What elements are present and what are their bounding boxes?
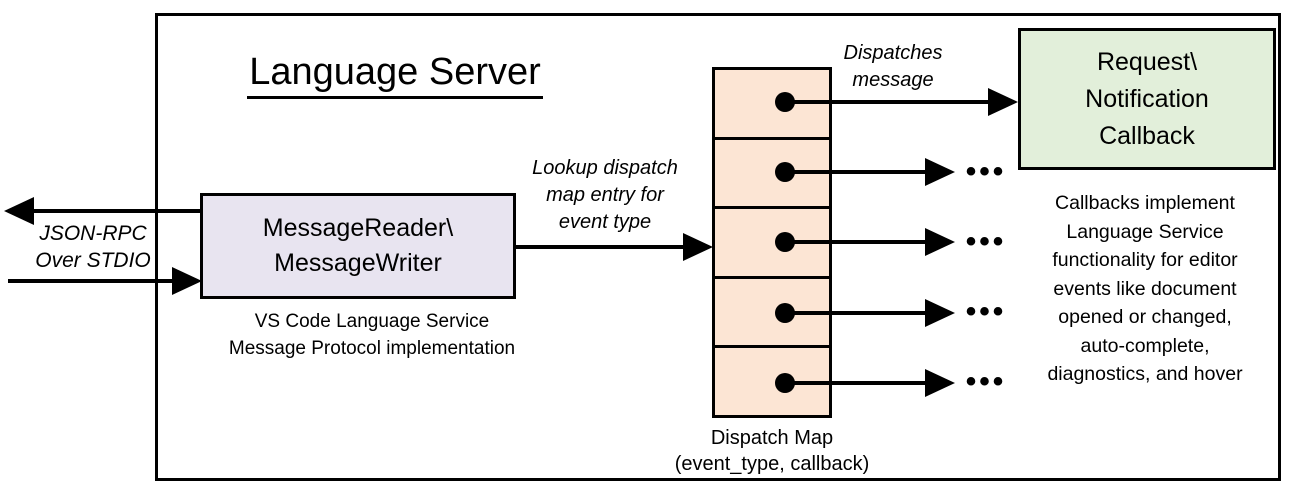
callback-box-line3: Callback <box>1099 121 1195 150</box>
dispatch-map-cell <box>715 140 829 210</box>
ellipsis-row-3: ••• <box>965 225 1007 258</box>
callbacks-note: Callbacks implement Language Service fun… <box>1008 189 1282 389</box>
dispatch-map-caption: Dispatch Map (event_type, callback) <box>650 425 894 477</box>
callback-box-line2: Notification <box>1085 84 1209 113</box>
note-line: opened or changed, <box>1058 306 1232 328</box>
note-line: auto-complete, <box>1080 334 1210 357</box>
callback-box-line1: Request\ <box>1096 47 1198 76</box>
diagram-title: Language Server <box>247 50 543 99</box>
note-line: Callbacks implement <box>1055 192 1235 214</box>
lookup-label-line3: event type <box>558 211 652 233</box>
dispatch-map-cell <box>715 209 829 279</box>
reader-box-line2: MessageWriter <box>274 249 442 277</box>
ellipsis-row-4: ••• <box>965 295 1007 328</box>
map-caption-line2: (event_type, callback) <box>674 453 870 475</box>
io-label-line1: JSON-RPC <box>39 222 147 245</box>
dispatches-label-line1: Dispatches <box>843 42 943 64</box>
title-container: Language Server <box>210 50 580 99</box>
dispatches-message-label: Dispatches message <box>828 40 958 94</box>
note-line: functionality for editor <box>1052 249 1238 271</box>
io-label-line2: Over STDIO <box>35 249 151 272</box>
dispatch-map-cell <box>715 279 829 349</box>
ellipsis-row-5: ••• <box>965 365 1007 398</box>
note-line: Language Service <box>1066 220 1224 243</box>
dispatch-map-cell <box>715 348 829 415</box>
request-notification-callback-box: Request\ Notification Callback <box>1018 28 1276 170</box>
reader-caption-line1: VS Code Language Service <box>254 311 490 332</box>
reader-box-caption: VS Code Language Service Message Protoco… <box>207 308 537 362</box>
dispatches-label-line2: message <box>852 69 934 91</box>
note-line: diagnostics, and hover <box>1047 363 1243 385</box>
lookup-label-line1: Lookup dispatch <box>532 157 678 179</box>
ellipsis-row-2: ••• <box>965 155 1007 188</box>
map-caption-line1: Dispatch Map <box>710 427 834 449</box>
dispatch-map-cell <box>715 70 829 140</box>
lookup-label-line2: map entry for <box>546 184 664 206</box>
note-line: events like document <box>1053 277 1237 300</box>
dispatch-map <box>712 67 832 418</box>
reader-caption-line2: Message Protocol implementation <box>228 338 516 359</box>
language-server-boundary <box>155 13 1281 481</box>
lookup-dispatch-label: Lookup dispatch map entry for event type <box>505 155 705 236</box>
reader-box-line1: MessageReader\ <box>262 214 454 242</box>
json-rpc-stdio-label: JSON-RPC Over STDIO <box>18 220 168 274</box>
message-reader-writer-box: MessageReader\ MessageWriter <box>200 193 516 299</box>
